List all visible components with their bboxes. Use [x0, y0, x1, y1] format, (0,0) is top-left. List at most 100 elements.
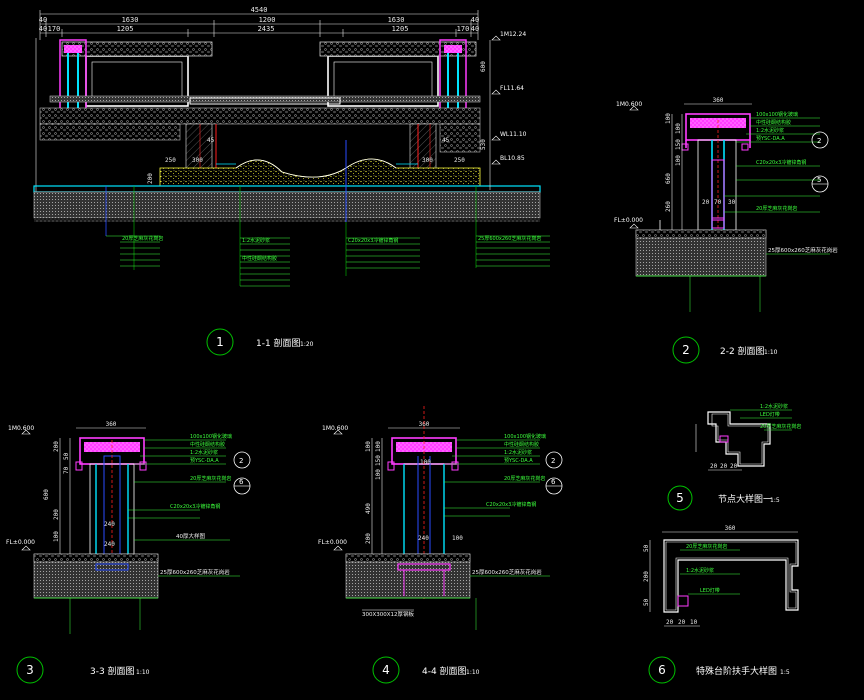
s6-number-circle — [648, 656, 676, 684]
s4-scale: 1:10 — [466, 669, 480, 676]
section-4-4: 360 100 100 150 100 490 200 100 240 100 … — [318, 406, 563, 684]
s5-title: 节点大样图一 — [718, 493, 772, 505]
s5-dim-bottom: 20 — [710, 463, 718, 470]
s2-dim-bottom: 20 — [702, 199, 710, 206]
s4-dim-side: 200 — [365, 533, 372, 544]
s1-dim: 1630 — [122, 16, 139, 24]
s2-dim-side: 260 — [665, 201, 672, 212]
s4-dim-inner: 100 — [420, 459, 431, 466]
s4-note: 100x100钢化玻璃 — [504, 433, 546, 440]
s3-note: 40厚大样图 — [176, 532, 205, 540]
s4-note: 1:2水泥砂浆 — [504, 449, 532, 456]
s4-dim-inner: 100 — [452, 535, 463, 542]
s2-level-top: 1M0.600 — [616, 101, 642, 108]
s3-scale: 1:10 — [136, 669, 150, 676]
s1-waterproof-layer — [33, 185, 541, 193]
s4-steel-plate — [397, 563, 451, 571]
s3-dim-side: 70 — [63, 466, 70, 474]
s6-note: 1:2水泥砂浆 — [686, 567, 714, 574]
section-1-1: 4540 40 1630 1200 1630 40 40 170 1205 24… — [33, 6, 550, 356]
s1-dim-side: 200 — [147, 173, 154, 184]
section-3-3: 360 200 50 70 600 200 100 240 240 1M0.60… — [6, 421, 251, 684]
s6-profile — [663, 539, 799, 613]
s4-detail-ref: 2 — [551, 457, 555, 465]
s1-dim: 1205 — [117, 25, 134, 33]
s2-dim-side: 100 — [675, 155, 682, 166]
s6-dim-side: 50 — [643, 598, 650, 606]
s3-dim-side: 600 — [43, 489, 50, 500]
s5-dim-bottom: 20 — [720, 463, 728, 470]
s2-note: 预YSC-DA.A — [756, 135, 785, 142]
s1-level-bl: BL10.85 — [500, 155, 525, 162]
s2-note: 25厚600x260芝麻灰花岗岩 — [768, 246, 838, 254]
s3-note: 25厚600x260芝麻灰花岗岩 — [160, 568, 230, 576]
s6-dim-bottom: 20 — [678, 619, 686, 626]
s2-post — [697, 139, 737, 231]
s2-detail-ref: 2 — [817, 137, 821, 145]
s1-dim: 2435 — [258, 25, 275, 33]
s1-number: 1 — [216, 335, 224, 349]
s3-dim-inner: 240 — [104, 521, 115, 528]
s3-dim-side: 200 — [53, 441, 60, 452]
s1-note: 25厚600x260芝麻灰花岗岩 — [478, 235, 541, 242]
s4-dim-side: 490 — [365, 503, 372, 514]
s3-detail-ref: 6 — [239, 478, 244, 486]
s5-dim-bottom: 20 — [730, 463, 738, 470]
s5-number-circle — [667, 485, 693, 511]
s3-level-fl: FL±0.000 — [6, 539, 35, 546]
s1-dim: 40 — [39, 16, 47, 24]
s1-note: C20x20x3冷镀锌角钢 — [348, 237, 398, 244]
s4-note: 预YSC-DA.A — [504, 457, 533, 464]
s3-dim-width: 360 — [106, 421, 117, 428]
s3-dim-inner: 240 — [104, 541, 115, 548]
s4-dim-side: 150 — [375, 455, 382, 466]
s2-dim-bottom: 70 — [714, 199, 722, 206]
s1-number-circle — [206, 328, 234, 356]
s1-note: 20厚芝麻灰花岗岩 — [122, 235, 163, 242]
s2-detail-ref-bubble — [811, 131, 829, 149]
s4-title: 4-4 剖面图 — [422, 665, 467, 677]
s3-note: 中性硅酮结构胶 — [190, 441, 225, 448]
s1-dim: 170 — [48, 25, 61, 33]
s1-gravel-bed — [39, 107, 481, 125]
s4-plate-label: 300X300X12厚钢板 — [362, 610, 415, 618]
s4-note: 20厚芝麻灰花岗岩 — [504, 475, 545, 482]
s4-dim-inner: 240 — [418, 535, 429, 542]
s4-note: 25厚600x260芝麻灰花岗岩 — [472, 568, 542, 576]
s4-note: 中性硅酮结构胶 — [504, 441, 539, 448]
s4-dim-width: 360 — [419, 421, 430, 428]
s4-level-fl: FL±0.000 — [318, 539, 347, 546]
s6-dim-side: 50 — [643, 544, 650, 552]
s2-dim-side: 100 — [665, 113, 672, 124]
detail-6: 360 50 200 50 20 20 10 20厚芝麻灰花岗岩 1:2水泥砂浆… — [643, 525, 799, 684]
s6-dim-side: 200 — [643, 571, 650, 582]
s6-number: 6 — [658, 663, 666, 677]
s4-dim-side: 100 — [375, 469, 382, 480]
s1-level-top: 1M12.24 — [500, 31, 526, 38]
s2-dim-side: 100 — [675, 123, 682, 134]
s1-dim: 170 — [457, 25, 470, 33]
s4-level-top: 1M0.600 — [322, 425, 348, 432]
s1-note: 1:2水泥砂浆 — [242, 237, 270, 244]
s5-note: LED灯带 — [760, 411, 780, 418]
s1-dim: 40 — [39, 25, 47, 33]
s6-dim-bottom: 20 — [666, 619, 674, 626]
s1-base-concrete — [33, 191, 541, 219]
s1-dim-inner: 300 — [422, 157, 433, 164]
s4-dim-side: 100 — [365, 441, 372, 452]
s2-note: 20厚芝麻灰花岗岩 — [756, 205, 797, 212]
s3-detail-ref-bubble — [233, 451, 251, 469]
s5-scale: 1:5 — [770, 497, 780, 504]
s1-note: 中性硅酮结构胶 — [242, 255, 277, 262]
s1-title: 1-1 剖面图 — [256, 337, 301, 349]
s2-number-circle — [672, 336, 700, 364]
s1-dimension-lines — [35, 10, 479, 220]
s6-scale: 1:5 — [780, 669, 790, 676]
s1-dim: 1205 — [392, 25, 409, 33]
s3-dim-side: 100 — [53, 531, 60, 542]
s1-pier-right — [409, 123, 437, 171]
s2-dim-side: 660 — [665, 173, 672, 184]
s1-deck-slab — [49, 95, 481, 103]
s4-detail-ref: 6 — [551, 478, 556, 486]
